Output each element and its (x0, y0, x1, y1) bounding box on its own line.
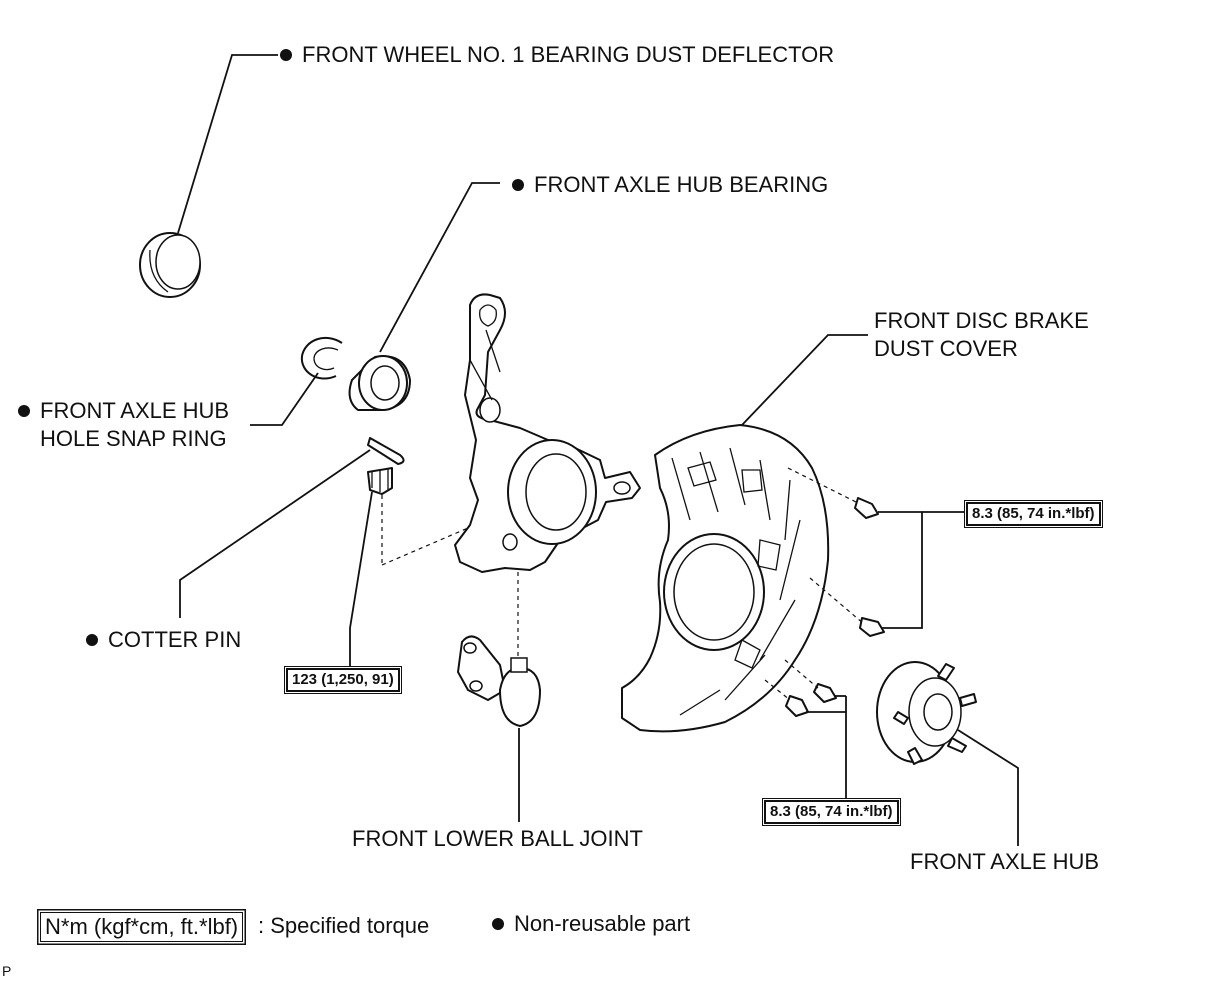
lower-ball-joint-part (457, 635, 541, 727)
castle-nut-part (367, 467, 393, 495)
front-axle-hub-part (876, 661, 977, 765)
legend-torque-text: : Specified torque (258, 913, 430, 938)
upper-bolts-leader (878, 511, 923, 629)
steering-knuckle-part (454, 293, 641, 573)
label-dust-cover-line2: DUST COVER (874, 336, 1018, 361)
cotter-pin-leader (179, 449, 371, 618)
torque-ball-joint-nut: 123 (1,250, 91) (286, 668, 400, 692)
torque-dust-cover-lower: 8.3 (85, 74 in.*lbf) (764, 800, 899, 824)
label-dust-cover-line1: FRONT DISC BRAKE (874, 308, 1089, 333)
axle-hub-leader (957, 729, 1019, 846)
cotter-pin-part (367, 437, 405, 465)
label-cotter-pin: COTTER PIN (86, 626, 241, 654)
label-snap-ring: FRONT AXLE HUB HOLE SNAP RING (18, 397, 229, 453)
non-reusable-dot-icon (86, 634, 98, 646)
label-ball-joint: FRONT LOWER BALL JOINT (352, 826, 643, 851)
torque-dust-cover-upper: 8.3 (85, 74 in.*lbf) (966, 502, 1101, 526)
label-dust-cover: FRONT DISC BRAKE DUST COVER (874, 307, 1089, 363)
label-hub-bearing: FRONT AXLE HUB BEARING (512, 171, 828, 199)
ball-joint-torque-leader (349, 491, 373, 668)
lower-bolts-leader (806, 711, 847, 798)
legend-torque-unit: N*m (kgf*cm, ft.*lbf) (40, 912, 244, 942)
legend-non-reusable: Non-reusable part (492, 910, 690, 938)
dust-deflector-part (139, 232, 201, 298)
figure-code: P (2, 963, 12, 979)
snap-ring-part (300, 337, 343, 380)
snap-ring-leader (250, 372, 319, 426)
dust-cover-leader (741, 334, 868, 426)
non-reusable-dot-icon (18, 405, 30, 417)
non-reusable-dot-icon (492, 918, 504, 930)
label-dust-deflector: FRONT WHEEL NO. 1 BEARING DUST DEFLECTOR (280, 41, 834, 69)
label-snap-ring-line1: FRONT AXLE HUB (40, 398, 230, 423)
label-axle-hub: FRONT AXLE HUB (910, 849, 1100, 874)
non-reusable-dot-icon (512, 179, 524, 191)
label-snap-ring-line2: HOLE SNAP RING (40, 426, 227, 451)
dust-cover-bolts (785, 497, 885, 717)
non-reusable-dot-icon (280, 49, 292, 61)
hub-bearing-part (348, 355, 411, 411)
dust-deflector-leader (177, 54, 278, 234)
hub-bearing-leader (379, 182, 500, 353)
dust-cover-part (621, 424, 830, 733)
